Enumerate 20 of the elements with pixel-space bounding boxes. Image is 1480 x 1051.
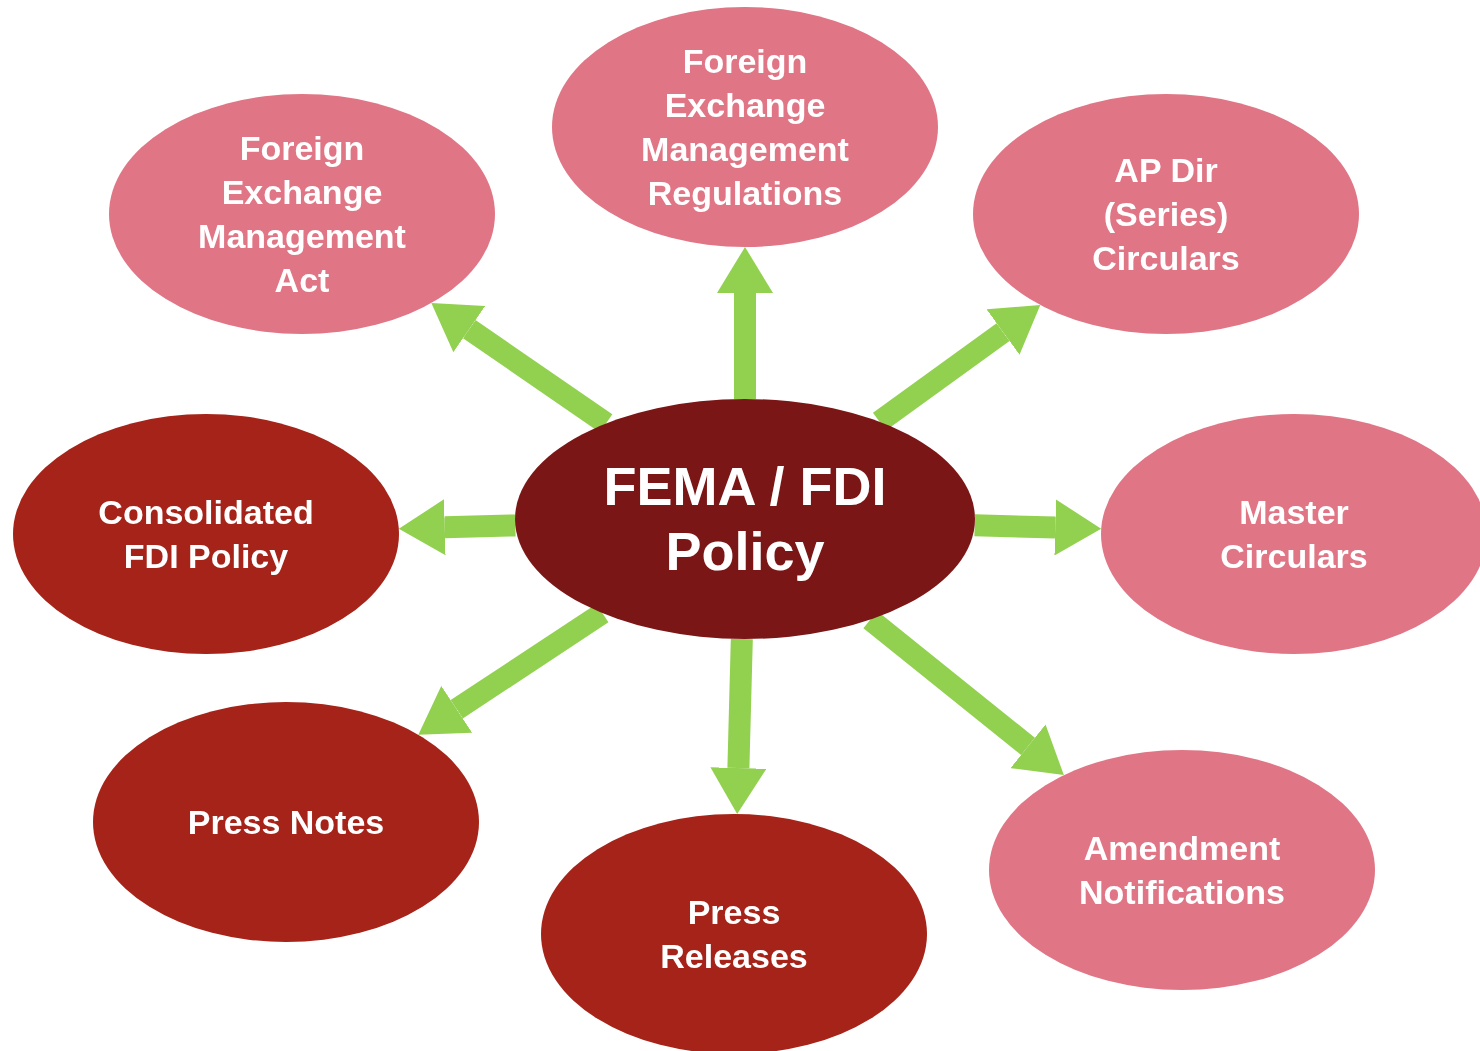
node-label: Consolidated FDI Policy — [97, 491, 315, 577]
node-label: Foreign Exchange Management Regulations — [640, 40, 850, 215]
arrow — [398, 499, 516, 556]
node-label: Press Notes — [187, 801, 385, 843]
arrow — [974, 499, 1102, 556]
arrow — [710, 638, 767, 814]
ellipse-node — [515, 399, 975, 639]
hub-title: FEMA / FDI Policy — [602, 455, 888, 583]
ellipse-node — [13, 414, 399, 654]
ellipse-node — [973, 94, 1359, 334]
ellipse-node — [93, 702, 479, 942]
node-label: Amendment Notifications — [1078, 827, 1286, 913]
arrow — [717, 247, 773, 399]
node-label: Press Releases — [659, 891, 809, 977]
ellipse-node — [109, 94, 495, 334]
node-label: AP Dir (Series) Circulars — [1091, 149, 1241, 280]
node-label: Foreign Exchange Management Act — [197, 127, 407, 302]
node-label: Master Circulars — [1219, 491, 1369, 577]
ellipse-node — [989, 750, 1375, 990]
ellipse-node — [552, 7, 938, 247]
